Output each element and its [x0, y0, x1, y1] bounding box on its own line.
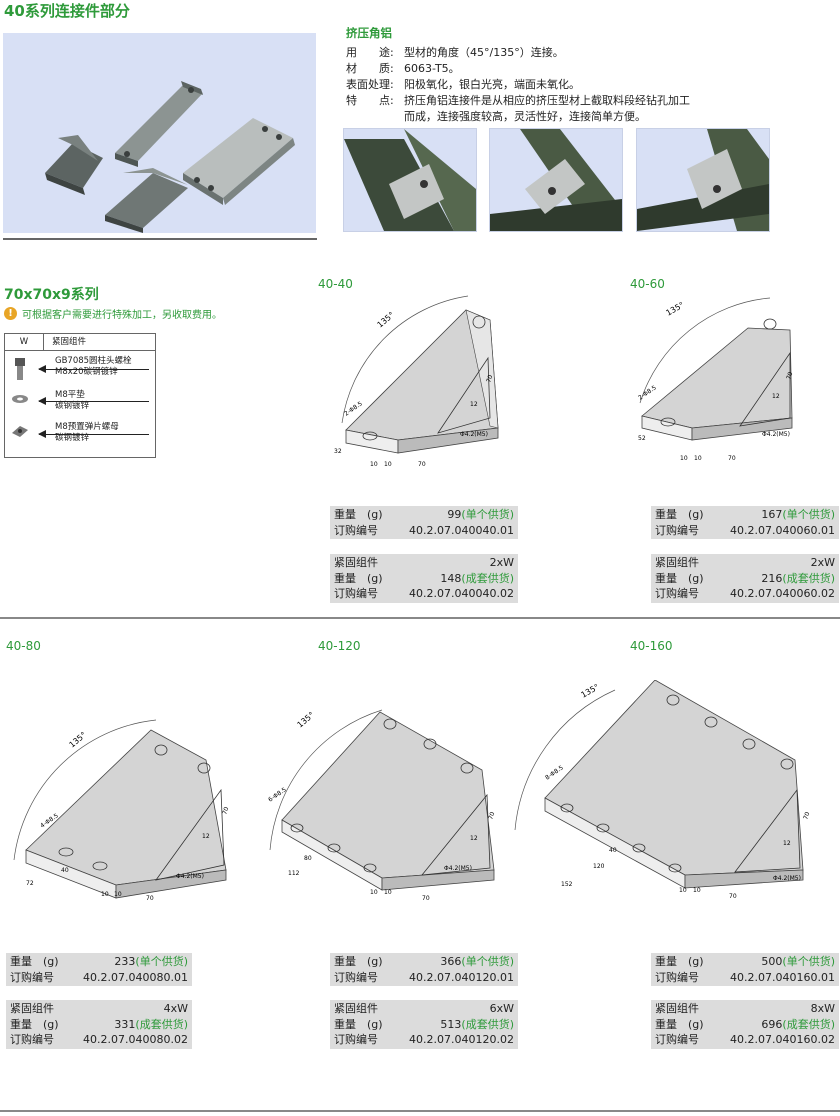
model-label: 40-80 [6, 639, 41, 653]
legend-item: M8平垫碳钢镀锌 [5, 390, 155, 424]
product-photo [3, 33, 316, 233]
intro-row: 而成，连接强度较高，灵活性好，连接简单方便。 [404, 110, 646, 123]
svg-text:70: 70 [418, 461, 426, 468]
svg-text:10: 10 [693, 887, 701, 894]
intro-row: 用 途:型材的角度（45°/135°）连接。 [346, 46, 564, 59]
svg-text:70: 70 [146, 895, 154, 902]
technical-drawing-40-80: 135° 4-Φ8.5 72 40 10 10 70 70 12 Φ4.2(M5… [13, 719, 231, 902]
application-photo [636, 128, 770, 232]
header-divider [3, 238, 317, 240]
svg-text:Φ4.2(M5): Φ4.2(M5) [773, 875, 801, 882]
svg-text:10: 10 [101, 891, 109, 898]
svg-text:70: 70 [802, 811, 811, 821]
model-label: 40-40 [318, 277, 353, 291]
application-photo [489, 128, 623, 232]
svg-text:40: 40 [61, 867, 69, 874]
footer-divider [0, 1110, 840, 1112]
svg-text:12: 12 [202, 833, 210, 840]
intro-row: 材 质:6063-T5。 [346, 62, 460, 75]
model-label: 40-160 [630, 639, 673, 653]
svg-text:12: 12 [772, 393, 780, 400]
legend-col-set: 紧固组件 [52, 337, 87, 347]
svg-text:10: 10 [680, 455, 688, 462]
intro-subhead: 挤压角铝 [346, 26, 392, 40]
svg-text:70: 70 [221, 806, 230, 816]
svg-text:135°: 135° [296, 710, 317, 729]
technical-drawing-40-120: 135° 6-Φ8.5 112 80 10 10 70 70 12 Φ4.2(M… [267, 709, 497, 902]
lightbulb-icon: ! [4, 307, 17, 320]
svg-text:12: 12 [783, 840, 791, 847]
svg-text:10: 10 [679, 887, 687, 894]
svg-text:10: 10 [370, 461, 378, 468]
svg-text:10: 10 [694, 455, 702, 462]
svg-text:112: 112 [288, 870, 300, 877]
svg-text:52: 52 [638, 435, 646, 442]
svg-text:2-Φ8.5: 2-Φ8.5 [637, 384, 658, 401]
intro-block: 挤压角铝 用 途:型材的角度（45°/135°）连接。 材 质:6063-T5。… [346, 25, 826, 125]
page-title: 40系列连接件部分 [4, 2, 130, 20]
model-label: 40-120 [318, 639, 361, 653]
svg-text:70: 70 [487, 811, 496, 821]
svg-text:Φ4.2(M5): Φ4.2(M5) [176, 873, 204, 880]
section-divider [0, 617, 840, 619]
technical-drawing-40-60: 135° 2-Φ8.5 52 10 10 70 70 12 Φ4.2(M5) [637, 297, 795, 462]
svg-text:80: 80 [304, 855, 312, 862]
svg-text:Φ4.2(M5): Φ4.2(M5) [444, 865, 472, 872]
legend-item: M8预置弹片螺母碳钢镀锌 [5, 422, 155, 456]
model-label: 40-60 [630, 277, 665, 291]
svg-text:32: 32 [334, 448, 342, 455]
svg-text:135°: 135° [580, 682, 601, 699]
svg-text:70: 70 [729, 893, 737, 900]
svg-text:10: 10 [370, 889, 378, 896]
svg-text:10: 10 [384, 461, 392, 468]
svg-text:70: 70 [785, 371, 794, 381]
svg-text:70: 70 [422, 895, 430, 902]
washer-icon [12, 395, 28, 403]
svg-text:Φ4.2(M5): Φ4.2(M5) [762, 431, 790, 438]
svg-text:40: 40 [609, 847, 617, 854]
technical-drawing-40-40: 135° 2-Φ8.5 32 10 10 70 70 12 Φ4.2(M5) [334, 295, 499, 468]
svg-text:8-Φ8.5: 8-Φ8.5 [544, 764, 565, 781]
svg-text:10: 10 [384, 889, 392, 896]
svg-text:12: 12 [470, 835, 478, 842]
svg-text:120: 120 [593, 863, 605, 870]
legend-col-w: W [5, 334, 44, 350]
svg-text:70: 70 [728, 455, 736, 462]
technical-drawing-40-160: 135° 8-Φ8.5 152 120 40 10 10 70 70 12 Φ4… [514, 680, 812, 900]
intro-row: 特 点:挤压角铝连接件是从相应的挤压型材上截取料段经钻孔加工 [346, 94, 690, 107]
svg-text:135°: 135° [376, 310, 397, 329]
section-title: 70x70x9系列 [4, 287, 99, 303]
bolt-icon [15, 358, 25, 380]
svg-text:10: 10 [114, 891, 122, 898]
intro-row: 表面处理:阳极氧化，银白光亮，端面未氧化。 [346, 78, 580, 91]
svg-text:70: 70 [485, 374, 494, 384]
svg-text:12: 12 [470, 401, 478, 408]
custom-note: ! 可根据客户需要进行特殊加工，另收取费用。 [4, 306, 222, 321]
svg-text:72: 72 [26, 880, 34, 887]
svg-text:152: 152 [561, 881, 573, 888]
svg-text:135°: 135° [68, 730, 89, 749]
svg-text:135°: 135° [665, 300, 686, 317]
application-photo [343, 128, 477, 232]
spring-nut-icon [12, 426, 28, 437]
svg-text:Φ4.2(M5): Φ4.2(M5) [460, 431, 488, 438]
